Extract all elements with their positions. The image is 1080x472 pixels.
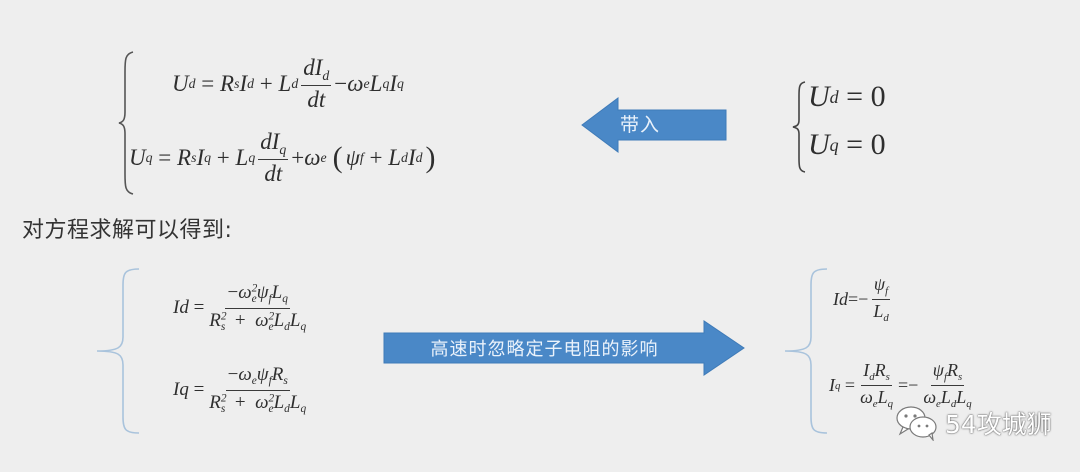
- watermark: 54攻城狮: [895, 405, 1052, 441]
- solution-iq: Iq = −ωeψfRs R2s + ω2eLdLq: [173, 364, 307, 415]
- watermark-text: 54攻城狮: [945, 410, 1052, 439]
- solution-iq-fraction: −ωeψfRs R2s + ω2eLdLq: [209, 364, 307, 415]
- arrow-left-icon: [581, 97, 727, 153]
- high-speed-label: 高速时忽略定子电阻的影响: [430, 339, 659, 360]
- solution-id: Id = −ω2eψfLq R2s + ω2eLdLq: [173, 282, 307, 333]
- derivative-fraction: dId dt: [301, 55, 332, 113]
- approx-id-fraction: ψf Ld: [871, 274, 891, 324]
- arrow-right-icon: [383, 320, 745, 376]
- substitute-label: 带入: [620, 114, 661, 136]
- solution-system: Id = −ω2eψfLq R2s + ω2eLdLq Iq = −ωeψfRs…: [95, 265, 395, 435]
- left-brace-icon: [96, 268, 140, 434]
- left-brace-icon: [792, 81, 806, 173]
- derivative-fraction: dIq dt: [258, 129, 289, 187]
- approx-iq-fraction-2: ψfRs ωeLdLq: [923, 360, 972, 410]
- left-brace-icon: [784, 268, 828, 434]
- left-brace-icon: [118, 51, 134, 195]
- section-heading: 对方程求解可以得到:: [22, 218, 233, 243]
- wechat-icon: [896, 406, 937, 441]
- solution-id-fraction: −ω2eψfLq R2s + ω2eLdLq: [209, 282, 307, 333]
- approx-id: Id = − ψf Ld: [833, 274, 891, 324]
- approx-iq-fraction-1: IdRs ωeLq: [860, 360, 893, 410]
- substitute-arrow: 带入: [580, 96, 728, 154]
- high-speed-arrow: 高速时忽略定子电阻的影响: [382, 320, 746, 376]
